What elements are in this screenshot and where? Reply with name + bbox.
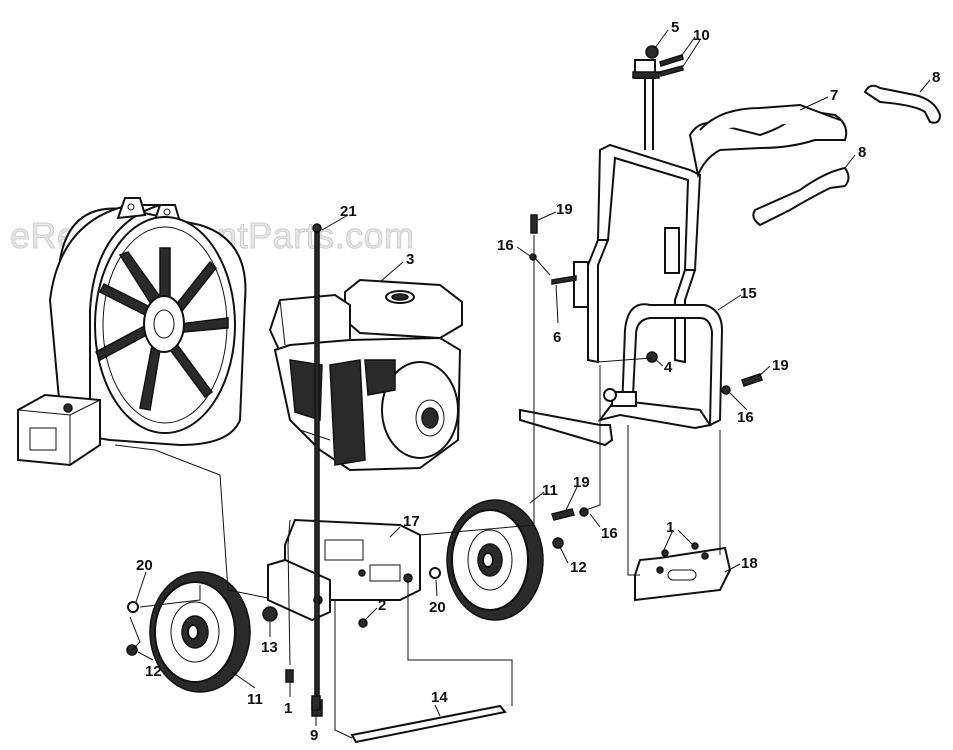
callout-5: 5 (671, 19, 679, 36)
callout-1-left: 1 (284, 700, 292, 717)
callout-2: 2 (378, 597, 386, 614)
wheel-right (446, 499, 544, 621)
callout-10: 10 (693, 27, 710, 44)
callout-9: 9 (310, 727, 318, 744)
callout-19-right: 19 (772, 357, 789, 374)
callout-1-right: 1 (666, 519, 674, 536)
hardware (126, 45, 763, 717)
engine (268, 278, 463, 472)
callout-4: 4 (664, 359, 673, 376)
callout-8-lower: 8 (858, 144, 866, 161)
callout-3: 3 (406, 251, 414, 268)
callout-19-top: 19 (556, 201, 573, 218)
callout-13: 13 (261, 639, 278, 656)
callout-15: 15 (740, 285, 757, 302)
chassis-bracket (267, 518, 421, 622)
callout-16-right: 16 (737, 409, 754, 426)
callout-14: 14 (431, 689, 448, 706)
axle (350, 704, 507, 744)
callout-16-mid: 16 (601, 525, 618, 542)
callout-17: 17 (403, 513, 420, 530)
callout-16-top: 16 (497, 237, 514, 254)
callout-6: 6 (553, 329, 561, 346)
callouts: 5 10 7 8 8 21 3 19 16 6 15 4 19 16 11 19… (136, 19, 940, 744)
callout-leaders (135, 29, 931, 726)
blower-housing (17, 197, 247, 467)
handle-assembly (573, 59, 942, 364)
callout-20-left: 20 (136, 557, 153, 574)
bracket-18 (634, 546, 732, 602)
callout-8-upper: 8 (932, 69, 940, 86)
callout-21: 21 (340, 203, 357, 220)
callout-12-left: 12 (145, 663, 162, 680)
callout-19-mid: 19 (573, 474, 590, 491)
callout-11-left: 11 (247, 691, 263, 708)
callout-20-right: 20 (429, 599, 446, 616)
callout-11-right: 11 (542, 482, 558, 499)
callout-18: 18 (741, 555, 758, 572)
assembly-lines (114, 235, 721, 739)
callout-12-right: 12 (570, 559, 587, 576)
wheel-left (149, 571, 251, 693)
callout-7: 7 (830, 87, 838, 104)
lower-frame (519, 303, 724, 447)
